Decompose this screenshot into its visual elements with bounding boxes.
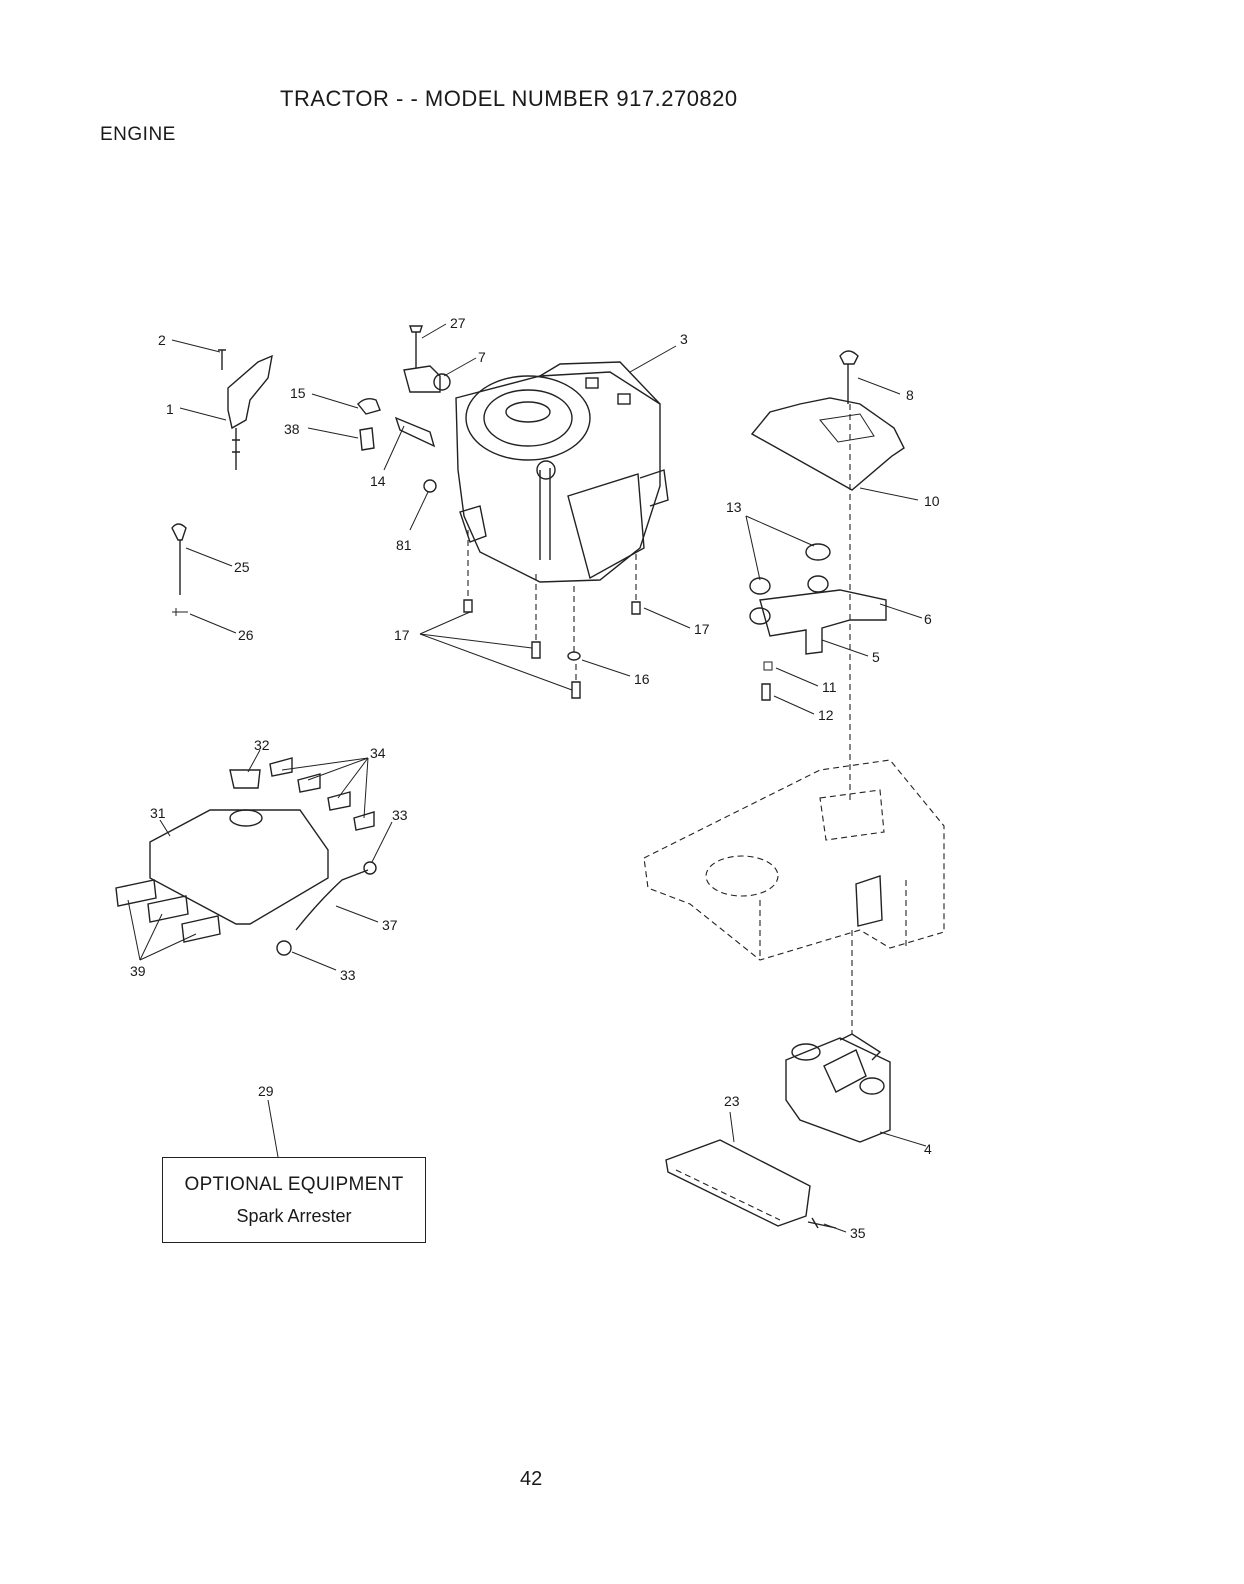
optional-equipment-box: OPTIONAL EQUIPMENT Spark Arrester — [162, 1157, 426, 1243]
callout-5: 5 — [872, 649, 880, 665]
callout-39: 39 — [130, 963, 146, 979]
callout-7: 7 — [478, 349, 486, 365]
callout-2: 2 — [158, 332, 166, 348]
muffler-part — [785, 1033, 891, 1143]
throttle-bracket-part — [218, 349, 273, 470]
callout-23: 23 — [724, 1093, 740, 1109]
callout-38: 38 — [284, 421, 300, 437]
callout-6: 6 — [924, 611, 932, 627]
callout-16: 16 — [634, 671, 650, 687]
heat-shield-part — [750, 350, 905, 800]
callout-32: 32 — [254, 737, 270, 753]
callout-10: 10 — [924, 493, 940, 509]
callout-4: 4 — [924, 1141, 932, 1157]
callout-25: 25 — [234, 559, 250, 575]
small-fittings-part — [357, 325, 451, 493]
callout-15: 15 — [290, 385, 306, 401]
callout-17-right: 17 — [694, 621, 710, 637]
callout-8: 8 — [906, 387, 914, 403]
fuel-tank-part — [115, 757, 377, 956]
callout-26: 26 — [238, 627, 254, 643]
callout-17-left: 17 — [394, 627, 410, 643]
callout-81: 81 — [396, 537, 412, 553]
callout-13: 13 — [726, 499, 742, 515]
page-title: TRACTOR - - MODEL NUMBER 917.270820 — [280, 86, 738, 111]
callout-31: 31 — [150, 805, 166, 821]
callout-12: 12 — [818, 707, 834, 723]
spark-arrester-screen-part — [665, 1139, 837, 1229]
callout-33-bottom: 33 — [340, 967, 356, 983]
callout-37: 37 — [382, 917, 398, 933]
callout-35: 35 — [850, 1225, 866, 1241]
optional-equipment-item: Spark Arrester — [236, 1206, 352, 1226]
engine-block-part — [455, 361, 669, 583]
callout-29: 29 — [258, 1083, 274, 1099]
engine-mount-bolts-part — [463, 530, 641, 699]
muffler-bracket-part — [749, 543, 887, 701]
callout-34: 34 — [370, 745, 386, 761]
callout-14: 14 — [370, 473, 386, 489]
section-heading: ENGINE — [100, 124, 176, 145]
callout-33-top: 33 — [392, 807, 408, 823]
callout-3: 3 — [680, 331, 688, 347]
optional-equipment-heading: OPTIONAL EQUIPMENT — [184, 1174, 404, 1195]
callout-11: 11 — [822, 679, 837, 695]
callout-1: 1 — [166, 401, 174, 417]
tractor-frame-part — [643, 759, 945, 961]
callout-27: 27 — [450, 315, 466, 331]
dipstick-part — [171, 523, 188, 616]
page-number: 42 — [520, 1468, 543, 1490]
